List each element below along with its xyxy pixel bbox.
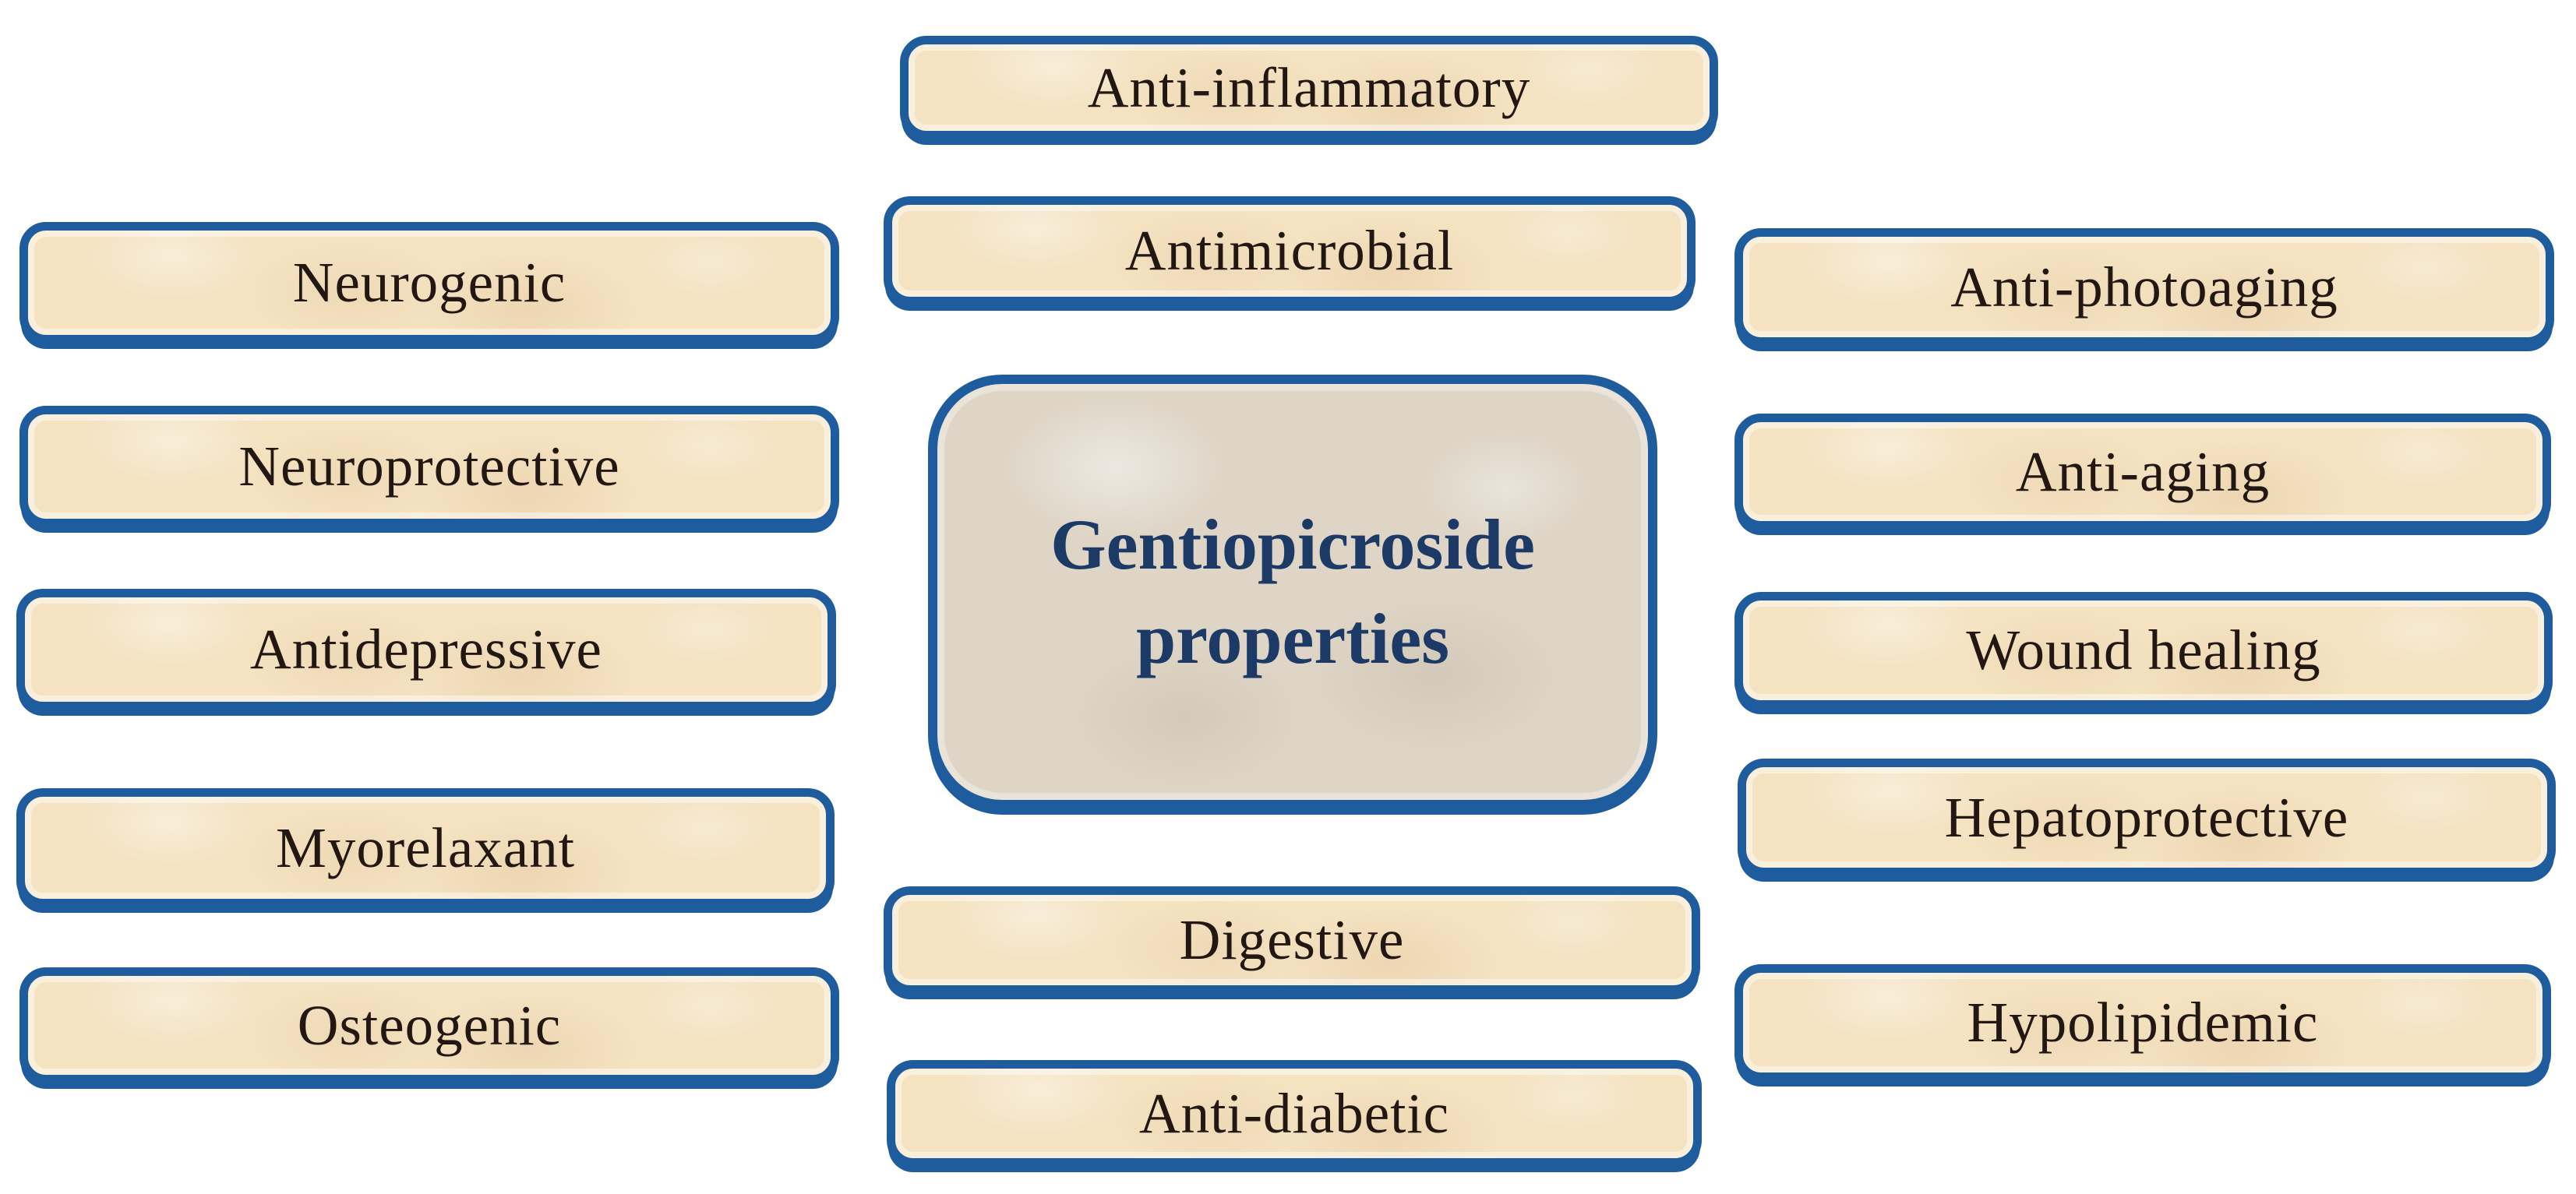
property-label: Osteogenic (297, 993, 562, 1057)
property-box-anti-aging: Anti-aging (1734, 414, 2551, 530)
property-label: Anti-diabetic (1138, 1081, 1450, 1145)
property-label: Anti-inflammatory (1087, 55, 1531, 119)
property-label: Antidepressive (250, 618, 602, 681)
property-box-neuroprotective: Neuroprotective (19, 406, 839, 527)
property-box-neurogenic: Neurogenic (19, 222, 839, 343)
property-label: Hepatoprotective (1944, 785, 2349, 849)
property-box-antimicrobial: Antimicrobial (884, 196, 1696, 305)
property-box-anti-inflammatory: Anti-inflammatory (900, 36, 1718, 139)
center-title: Gentiopicroside properties (1050, 504, 1535, 678)
property-label: Digestive (1179, 908, 1405, 971)
property-box-antidepressive: Antidepressive (16, 589, 836, 710)
property-box-anti-photoaging: Anti-photoaging (1734, 228, 2554, 346)
property-label: Anti-aging (2015, 439, 2271, 503)
property-label: Hypolipidemic (1967, 991, 2319, 1054)
property-box-digestive: Digestive (884, 886, 1700, 994)
property-label: Anti-photoaging (1950, 255, 2338, 319)
property-label: Myorelaxant (276, 815, 575, 879)
center-box-gentiopicroside-properties: Gentiopicroside properties (928, 375, 1657, 809)
property-box-hepatoprotective: Hepatoprotective (1738, 759, 2556, 876)
property-box-anti-diabetic: Anti-diabetic (887, 1060, 1702, 1167)
property-label: Neuroprotective (238, 435, 620, 498)
property-box-osteogenic: Osteogenic (19, 967, 839, 1083)
property-label: Neurogenic (292, 251, 566, 314)
property-label: Wound healing (1966, 618, 2321, 682)
property-box-wound-healing: Wound healing (1734, 592, 2553, 709)
property-box-hypolipidemic: Hypolipidemic (1734, 964, 2551, 1081)
property-box-myorelaxant: Myorelaxant (16, 788, 835, 907)
property-label: Antimicrobial (1124, 219, 1455, 282)
